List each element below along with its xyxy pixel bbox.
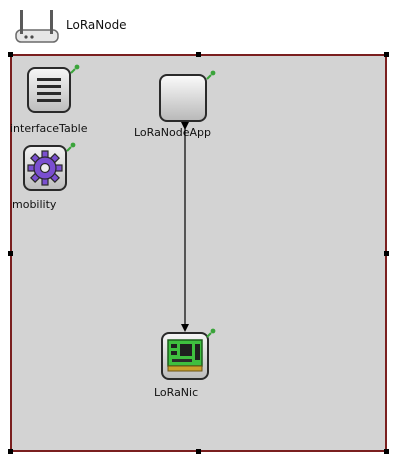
resize-handle-top-right[interactable] [384,52,389,57]
pin-icon [206,328,216,338]
pin-icon [70,64,80,74]
resize-handle-mid-left[interactable] [8,251,13,256]
pin-icon [66,142,76,152]
resize-handle-bottom-left[interactable] [8,449,13,454]
router-icon [15,10,59,43]
pin-icon [206,70,216,80]
gear-icon [23,145,67,191]
module-label: LoRaNodeApp [134,126,212,139]
module-label: interfaceTable [10,122,88,135]
network-header: LoRaNode [10,8,160,44]
app-box-icon [159,74,207,122]
resize-handle-top-left[interactable] [8,52,13,57]
module-lora-nic[interactable]: LoRaNic [154,328,220,400]
module-lora-node-app[interactable]: LoRaNodeApp [134,70,216,142]
module-interface-table[interactable]: interfaceTable [10,64,88,135]
nic-card-icon [161,332,209,380]
module-label: LoRaNic [154,386,199,399]
resize-handle-mid-right[interactable] [384,251,389,256]
module-mobility[interactable]: mobility [12,142,78,212]
module-label: mobility [12,198,57,211]
resize-handle-bottom-right[interactable] [384,449,389,454]
resize-handle-top-mid[interactable] [196,52,201,57]
module-canvas[interactable]: interfaceTable [8,52,389,454]
network-name: LoRaNode [66,18,127,32]
resize-handle-bottom-mid[interactable] [196,449,201,454]
table-icon [27,67,71,113]
